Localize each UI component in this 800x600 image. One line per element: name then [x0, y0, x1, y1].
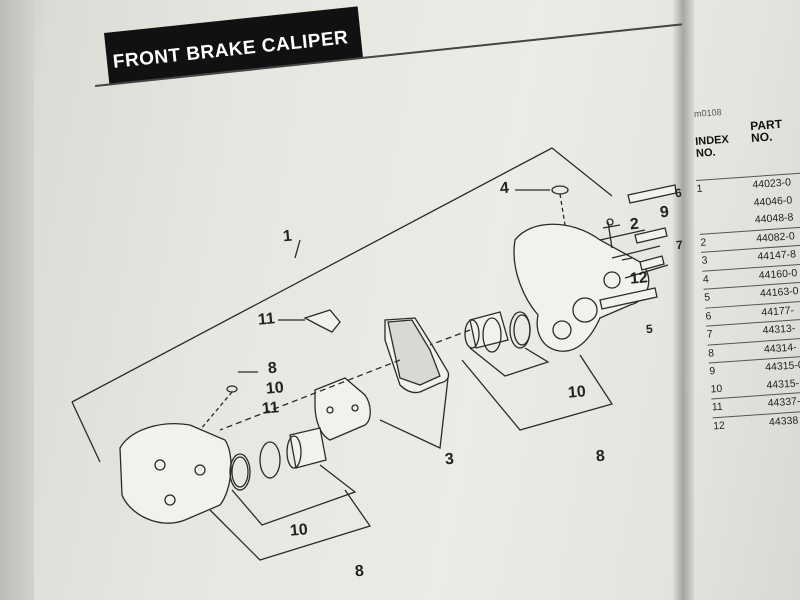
- piston-right: [469, 311, 509, 349]
- callout-11-clip: 11: [257, 310, 276, 329]
- figure-id: m0108: [693, 107, 722, 119]
- seal-right-1: [482, 317, 502, 353]
- callout-3: 3: [444, 450, 455, 469]
- bleeder-2: [607, 221, 613, 249]
- bolt-9: [634, 227, 668, 244]
- callout-4: 4: [499, 179, 510, 198]
- callout-8-lower: 8: [354, 562, 365, 581]
- callout-10-right: 10: [567, 383, 587, 402]
- caliper-body-inboard: [119, 423, 232, 524]
- caliper-bore-3: [603, 271, 621, 289]
- callout-2: 2: [629, 215, 640, 234]
- leader-3: [379, 377, 449, 449]
- index-col-header: INDEX NO.: [694, 133, 730, 160]
- callout-5: 5: [645, 321, 654, 337]
- bracket-8-lower: [209, 489, 372, 561]
- seal-left-2: [229, 453, 251, 491]
- callout-12: 12: [629, 269, 649, 288]
- washer-4: [551, 185, 569, 195]
- leader-1: [294, 239, 301, 259]
- bolt-5: [599, 287, 658, 310]
- pad-clip-11: [303, 309, 341, 333]
- callout-6: 6: [674, 185, 683, 201]
- piston-left: [289, 427, 327, 469]
- bolt-12: [639, 255, 665, 271]
- brake-pad-outboard: [314, 377, 371, 441]
- caliper-body-outboard: [513, 223, 650, 352]
- washer-8: [226, 385, 238, 393]
- bolt-6: [627, 184, 677, 204]
- callout-8-right: 8: [595, 447, 606, 466]
- callout-8-upper: 8: [267, 359, 278, 378]
- callout-7: 7: [675, 237, 684, 253]
- seal-left-1: [259, 441, 281, 479]
- bracket-1: [71, 147, 613, 403]
- callout-1: 1: [282, 227, 293, 246]
- callout-10-upper: 10: [265, 379, 285, 398]
- bleeder-cap: [606, 218, 614, 226]
- caliper-bore-1: [572, 297, 598, 323]
- book-gutter-shadow: [672, 0, 694, 600]
- piston-right-face: [464, 319, 480, 349]
- callout-10-lower: 10: [289, 521, 309, 540]
- piston-left-face: [286, 435, 302, 469]
- bracket-8-right: [461, 354, 614, 431]
- bracket-1-left: [71, 401, 101, 463]
- caliper-bore-2: [552, 320, 572, 340]
- caliper-studs: [599, 229, 669, 301]
- previous-page-edge: [0, 0, 34, 600]
- bracket-10-lower: [231, 464, 357, 526]
- callout-11-lower: 11: [261, 399, 280, 418]
- bracket-10-right: [469, 347, 550, 377]
- part-col-header: PART NO.: [749, 116, 783, 146]
- callout-9: 9: [659, 203, 670, 222]
